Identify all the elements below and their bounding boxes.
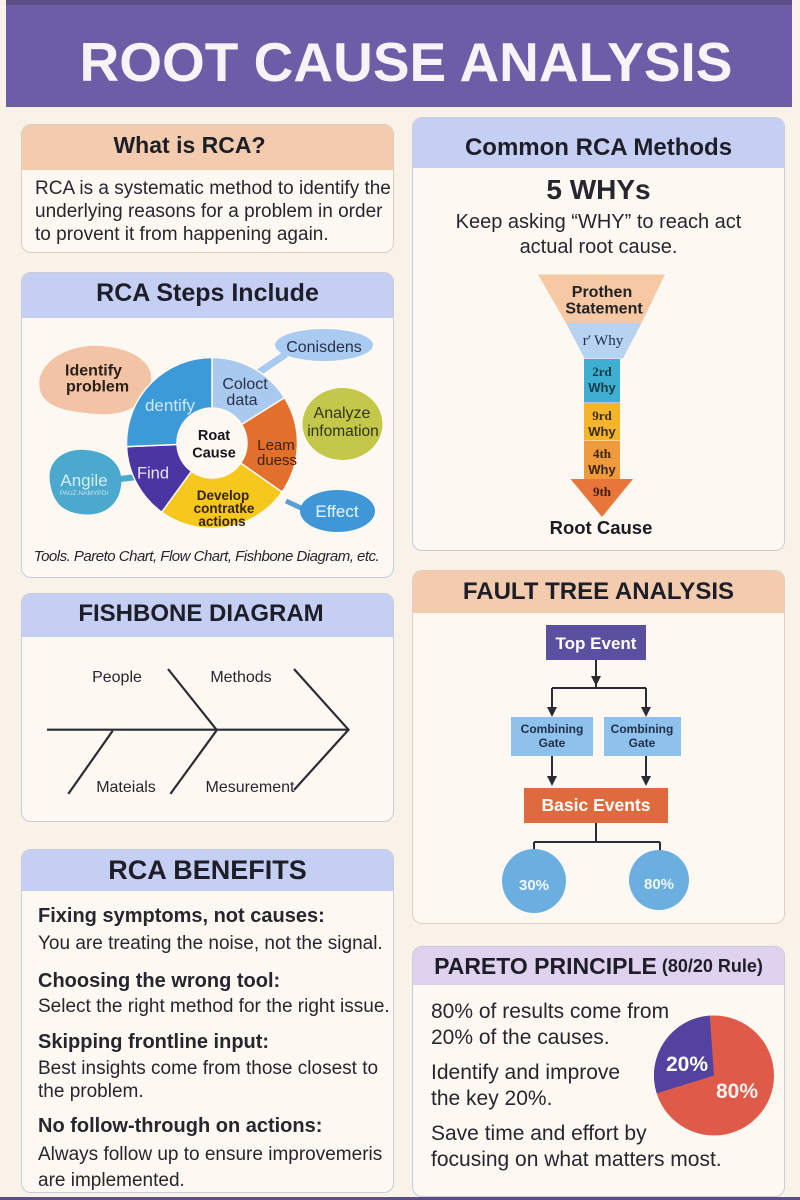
svg-text:Why: Why: [588, 462, 616, 477]
svg-text:Angile: Angile: [60, 471, 107, 490]
svg-text:4th: 4th: [593, 446, 612, 461]
svg-text:Coloct: Coloct: [222, 376, 268, 393]
svg-text:9th: 9th: [593, 484, 612, 499]
svg-text:infomation: infomation: [307, 423, 379, 440]
svg-text:80%: 80%: [644, 876, 674, 893]
svg-text:Conisdens: Conisdens: [286, 339, 362, 356]
svg-text:Mesurement: Mesurement: [206, 779, 295, 796]
svg-text:Methods: Methods: [210, 669, 271, 686]
svg-text:30%: 30%: [519, 877, 549, 894]
svg-text:Gate: Gate: [539, 736, 566, 750]
svg-text:80%: 80%: [716, 1080, 758, 1103]
svg-text:duess: duess: [257, 452, 297, 469]
svg-text:Find: Find: [137, 465, 169, 483]
svg-text:Identify: Identify: [65, 363, 122, 380]
svg-text:PAUZ.NAMYPDI: PAUZ.NAMYPDI: [60, 490, 108, 497]
svg-text:dentify: dentify: [145, 396, 196, 415]
svg-text:9rd: 9rd: [592, 408, 612, 423]
svg-text:Prothen: Prothen: [572, 284, 632, 301]
svg-text:Top Event: Top Event: [556, 634, 637, 653]
svg-text:Gate: Gate: [629, 736, 656, 750]
svg-text:People: People: [92, 669, 142, 686]
svg-text:Root Cause: Root Cause: [550, 517, 653, 538]
svg-text:2rd: 2rd: [592, 364, 612, 379]
svg-text:actions: actions: [198, 514, 245, 529]
svg-text:Cause: Cause: [192, 446, 236, 462]
svg-text:Why: Why: [588, 380, 616, 395]
svg-text:Basic Events: Basic Events: [542, 795, 651, 815]
svg-text:Leam: Leam: [257, 437, 295, 454]
svg-text:Why: Why: [588, 424, 616, 439]
svg-text:Roat: Roat: [198, 428, 230, 444]
svg-text:20%: 20%: [666, 1053, 708, 1076]
svg-text:contratke: contratke: [194, 501, 255, 516]
svg-text:Mateials: Mateials: [96, 779, 156, 796]
svg-text:Effect: Effect: [315, 502, 358, 521]
svg-text:Analyze: Analyze: [314, 405, 371, 422]
svg-text:Combining: Combining: [521, 722, 584, 736]
svg-text:data: data: [226, 392, 257, 409]
svg-text:Develop: Develop: [197, 488, 250, 503]
svg-text:problem: problem: [66, 379, 129, 396]
svg-text:r′ Why: r′ Why: [583, 333, 624, 349]
svg-text:Statement: Statement: [565, 301, 643, 318]
svg-text:Combining: Combining: [611, 722, 674, 736]
